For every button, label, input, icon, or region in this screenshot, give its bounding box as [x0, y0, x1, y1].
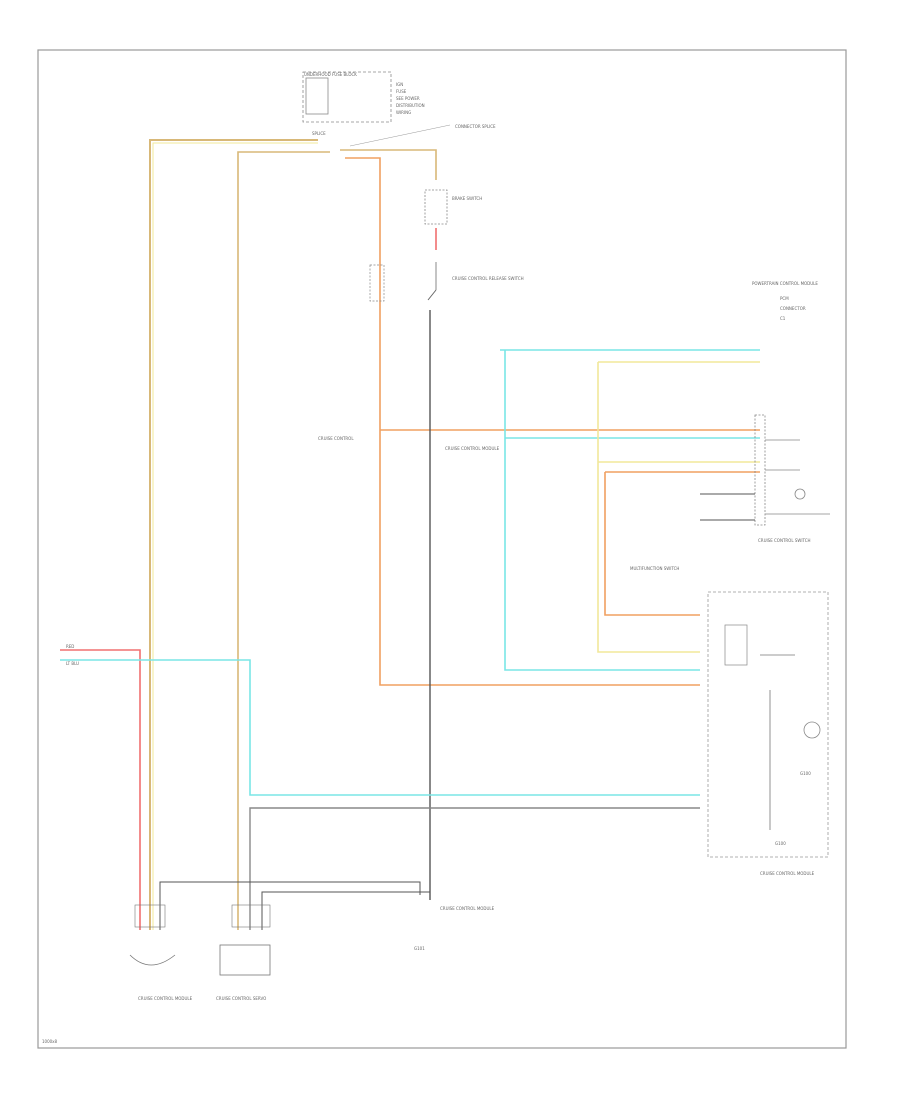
- fuse-line-2: SEE POWER: [396, 96, 420, 101]
- ref-code: 1000x8: [42, 1039, 58, 1044]
- fuse-line-4: WIRING: [396, 110, 411, 115]
- fuse-block-title: UNDERHOOD FUSE BLOCK: [304, 72, 357, 77]
- module-inner-label: G100: [800, 771, 811, 776]
- fuse-line-1: FUSE: [396, 89, 407, 94]
- fuse-block-outline: [302, 71, 392, 123]
- brake-switch-box: [424, 189, 448, 225]
- diagram-border: [37, 49, 847, 1049]
- switch-contact: [427, 289, 437, 301]
- wire-tan-switch: [340, 149, 437, 180]
- module-bottom-code: G100: [775, 841, 786, 846]
- bottom-right-label: CRUISE CONTROL MODULE: [440, 906, 495, 911]
- mid-left-label: CRUISE CONTROL: [318, 436, 354, 441]
- bottom-connector-1: [134, 904, 166, 928]
- pcm-line-0: PCM: [780, 296, 789, 301]
- mid-center-label: CRUISE CONTROL MODULE: [445, 446, 500, 451]
- bottom-device-1: [129, 954, 176, 966]
- switch-cluster-label: CRUISE CONTROL SWITCH: [758, 538, 811, 543]
- multifunction-label: MULTIFUNCTION SWITCH: [630, 566, 679, 571]
- switch-cluster-box: [754, 414, 766, 526]
- release-switch-label: CRUISE CONTROL RELEASE SWITCH: [452, 276, 524, 281]
- wire-orange-lower: [604, 472, 700, 616]
- fuse-line-0: IGN: [396, 82, 403, 87]
- wire-harness-2: [261, 891, 430, 930]
- fuse-block-box: [305, 77, 329, 115]
- wire-yel-vertical: [597, 362, 700, 653]
- wire-yel-left: [152, 142, 318, 930]
- bottom-center-label: G101: [414, 946, 425, 951]
- wire-cyan-vertical: [504, 350, 700, 671]
- left-cyan-tag: LT BLU: [66, 661, 79, 666]
- pcm-label: POWERTRAIN CONTROL MODULE: [752, 281, 818, 286]
- wire-cyan-left: [60, 659, 700, 796]
- bottom-left-label-1: CRUISE CONTROL MODULE: [138, 996, 193, 1001]
- module-motor: [803, 721, 821, 739]
- switch-lamp: [794, 488, 806, 500]
- splice-top-label: SPLICE: [312, 131, 326, 136]
- bottom-connector-2: [231, 904, 271, 928]
- wire-gray-module: [249, 807, 700, 930]
- module-connector: [724, 624, 748, 666]
- pcm-line-2: C1: [780, 316, 786, 321]
- wire-harness-1: [159, 881, 421, 930]
- splice-note: CONNECTOR SPLICE: [455, 124, 496, 129]
- left-red-tag: RED: [66, 644, 74, 649]
- bottom-device-2: [219, 944, 271, 976]
- fuse-line-3: DISTRIBUTION: [396, 103, 425, 108]
- wire-red-left: [60, 649, 141, 930]
- brake-switch-label: BRAKE SWITCH: [452, 196, 482, 201]
- wire-orange-main: [345, 157, 700, 686]
- wire-tan-left: [149, 139, 318, 930]
- splice-leader: [349, 124, 451, 147]
- small-switch-box: [369, 264, 385, 302]
- module-box: [707, 591, 829, 858]
- module-title: CRUISE CONTROL MODULE: [760, 871, 815, 876]
- wire-tan-mid: [237, 151, 330, 930]
- pcm-line-1: CONNECTOR: [780, 306, 806, 311]
- bottom-left-label-2: CRUISE CONTROL SERVO: [216, 996, 266, 1001]
